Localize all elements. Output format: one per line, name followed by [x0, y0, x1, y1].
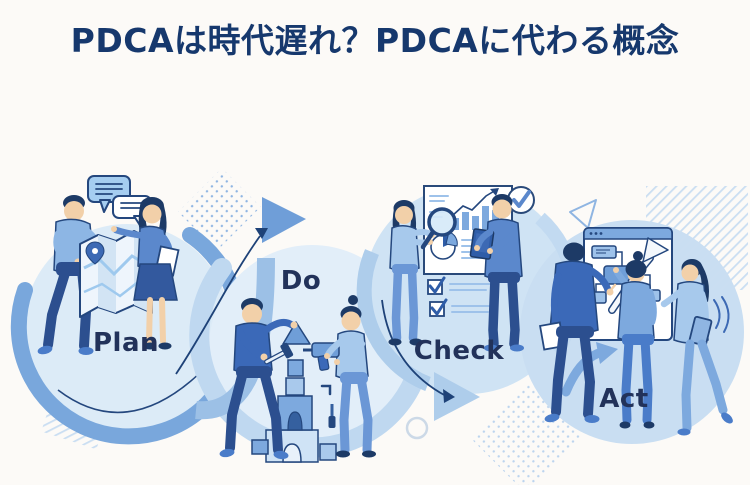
plan-to-do-arrow-line: [175, 235, 261, 375]
location-pin-icon: [85, 241, 105, 265]
plan-to-do-arrow-tip: [255, 228, 268, 239]
check-scene: [388, 185, 535, 352]
plan-woman: [111, 197, 180, 350]
do-to-check-arrow-line: [381, 299, 447, 397]
do-man: [219, 298, 298, 460]
triangle-outline-decoration: [569, 199, 597, 229]
do-scene: [219, 295, 376, 463]
dot-grid-decoration: [177, 167, 261, 251]
plan-label: Plan: [92, 328, 160, 358]
block-castle-icon: [251, 321, 337, 463]
act-scene: [539, 227, 733, 436]
check-woman: [388, 200, 457, 346]
act-man: [539, 242, 617, 423]
do-label: Do: [280, 266, 322, 296]
plan-scene: [37, 175, 180, 355]
trend-line-icon: [451, 189, 497, 217]
laptop-icon: [688, 315, 713, 347]
check-badge-icon: [507, 186, 535, 214]
plan-ring-line: [57, 364, 209, 414]
check-label: Check: [413, 336, 505, 366]
page-title: PDCAは時代遅れ？PDCAに代わる概念: [70, 21, 680, 60]
act-label: Act: [599, 384, 649, 414]
check-man: [469, 194, 524, 352]
screwdriver-icon: [320, 384, 336, 428]
magnifier-icon: [420, 207, 457, 250]
act-growth-arrowhead-icon: [596, 342, 618, 364]
do-woman: [303, 295, 376, 458]
hammer-icon: [264, 342, 294, 365]
do-to-check-ribbon: [356, 249, 431, 391]
act-woman-middle: [613, 251, 657, 429]
do-to-check-arrow-tip: [443, 389, 455, 403]
plan-to-do-arrowhead-icon: [262, 197, 306, 243]
do-to-check-arrowhead-icon: [434, 372, 480, 421]
checklist-icon: [427, 276, 495, 317]
pie-chart-icon: [430, 231, 458, 260]
act-woman-right: [660, 259, 733, 436]
motion-lines-icon: [713, 296, 730, 333]
circle-outline-decoration: [405, 416, 429, 440]
